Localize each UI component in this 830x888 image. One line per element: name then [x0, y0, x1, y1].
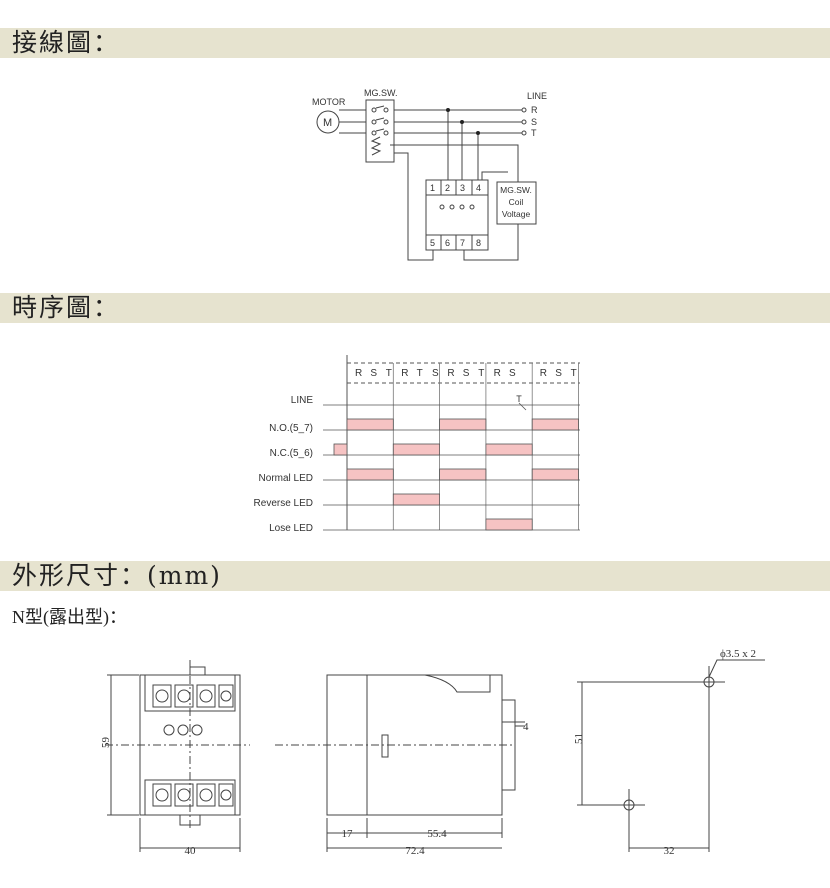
timing-pulse — [531, 468, 579, 481]
dim-72-4-label: 72.4 — [405, 845, 425, 857]
phase-r-label: R — [531, 105, 538, 115]
timing-pulse — [439, 418, 487, 431]
coil-box-line2: Coil — [509, 197, 524, 207]
mgsw-label: MG.SW. — [364, 88, 398, 98]
timing-section-title: 時序圖： — [12, 293, 121, 322]
timing-header-phase: R — [355, 368, 362, 379]
timing-row-label-line: LINE — [291, 395, 314, 406]
timing-row-label: Normal LED — [259, 473, 313, 484]
terminal-2: 2 — [445, 183, 450, 193]
timing-row-label: N.C.(5_6) — [270, 448, 313, 459]
wiring-section-band: 接線圖： — [0, 28, 830, 58]
timing-header-phase: R — [494, 368, 501, 379]
timing-header-phase: R — [447, 368, 454, 379]
dimension-drawings: 59 40 4 17 55.4 72.4 ϕ3.5 x 2 51 32 — [100, 648, 765, 857]
timing-header-phase: T — [478, 368, 484, 379]
dim-17-label: 17 — [342, 828, 354, 840]
timing-rows: N.O.(5_7) N.C.(5_6) Normal LED Reverse LED L… — [254, 418, 580, 534]
terminal-1: 1 — [430, 183, 435, 193]
timing-pulse — [531, 418, 579, 431]
dim-59-label: 59 — [100, 737, 112, 749]
line-label: LINE — [527, 91, 547, 101]
terminal-5: 5 — [430, 238, 435, 248]
dim-55-4-label: 55.4 — [427, 828, 447, 840]
timing-header-phase: S — [370, 368, 377, 379]
wiring-section-title: 接線圖： — [12, 28, 121, 57]
timing-pulse — [485, 518, 533, 531]
timing-header-phase: R — [401, 368, 408, 379]
timing-header-phase: R — [540, 368, 547, 379]
dim-4-label: 4 — [523, 721, 529, 733]
timing-header-phase: S — [432, 368, 439, 379]
dim-51-label: 51 — [573, 733, 585, 744]
hole-note-label: ϕ3.5 x 2 — [720, 648, 756, 660]
timing-pulse — [392, 493, 441, 506]
timing-section-band: 時序圖： — [0, 293, 830, 323]
dim-32-label: 32 — [664, 845, 675, 857]
dim-40-label: 40 — [185, 845, 197, 857]
phase-t-label: T — [531, 128, 537, 138]
terminal-6: 6 — [445, 238, 450, 248]
timing-pulse — [392, 443, 441, 456]
timing-pulse — [485, 443, 533, 456]
timing-pulse — [333, 443, 348, 456]
terminal-3: 3 — [460, 183, 465, 193]
coil-box-line1: MG.SW. — [500, 185, 532, 195]
timing-header-phase: S — [463, 368, 470, 379]
motor-label: MOTOR — [312, 97, 346, 107]
line-missing-phase-mark: T — [516, 394, 522, 404]
dimension-section-title: 外形尺寸：(mm) — [12, 561, 222, 590]
timing-row-label: Reverse LED — [254, 498, 313, 509]
timing-pulse — [439, 468, 487, 481]
timing-pulse — [346, 418, 394, 431]
timing-row-label: N.O.(5_7) — [269, 423, 313, 434]
line-missing-phase-tick — [518, 402, 527, 411]
wiring-diagram: MOTOR M MG.SW. LINE R S T 1 2 3 4 5 6 7 … — [312, 88, 547, 261]
timing-header-phase: T — [417, 368, 423, 379]
timing-header-phase: T — [571, 368, 577, 379]
phase-s-label: S — [531, 117, 537, 127]
dimension-section-band: 外形尺寸：(mm) — [0, 561, 830, 591]
timing-pulse — [346, 468, 394, 481]
dimension-subtitle: N型(露出型)： — [12, 607, 127, 627]
terminal-4: 4 — [476, 183, 481, 193]
mg-switch-box — [365, 99, 395, 163]
terminal-8: 8 — [476, 238, 481, 248]
timing-row-label: Lose LED — [269, 523, 313, 534]
coil-box-line3: Voltage — [502, 209, 531, 219]
timing-header-phase: T — [386, 368, 392, 379]
timing-header-phase: S — [555, 368, 562, 379]
terminal-7: 7 — [460, 238, 465, 248]
motor-symbol-label: M — [323, 117, 332, 129]
coil-voltage-box — [496, 181, 537, 225]
timing-header-phase: S — [509, 368, 516, 379]
phase-relay-box — [425, 179, 489, 251]
